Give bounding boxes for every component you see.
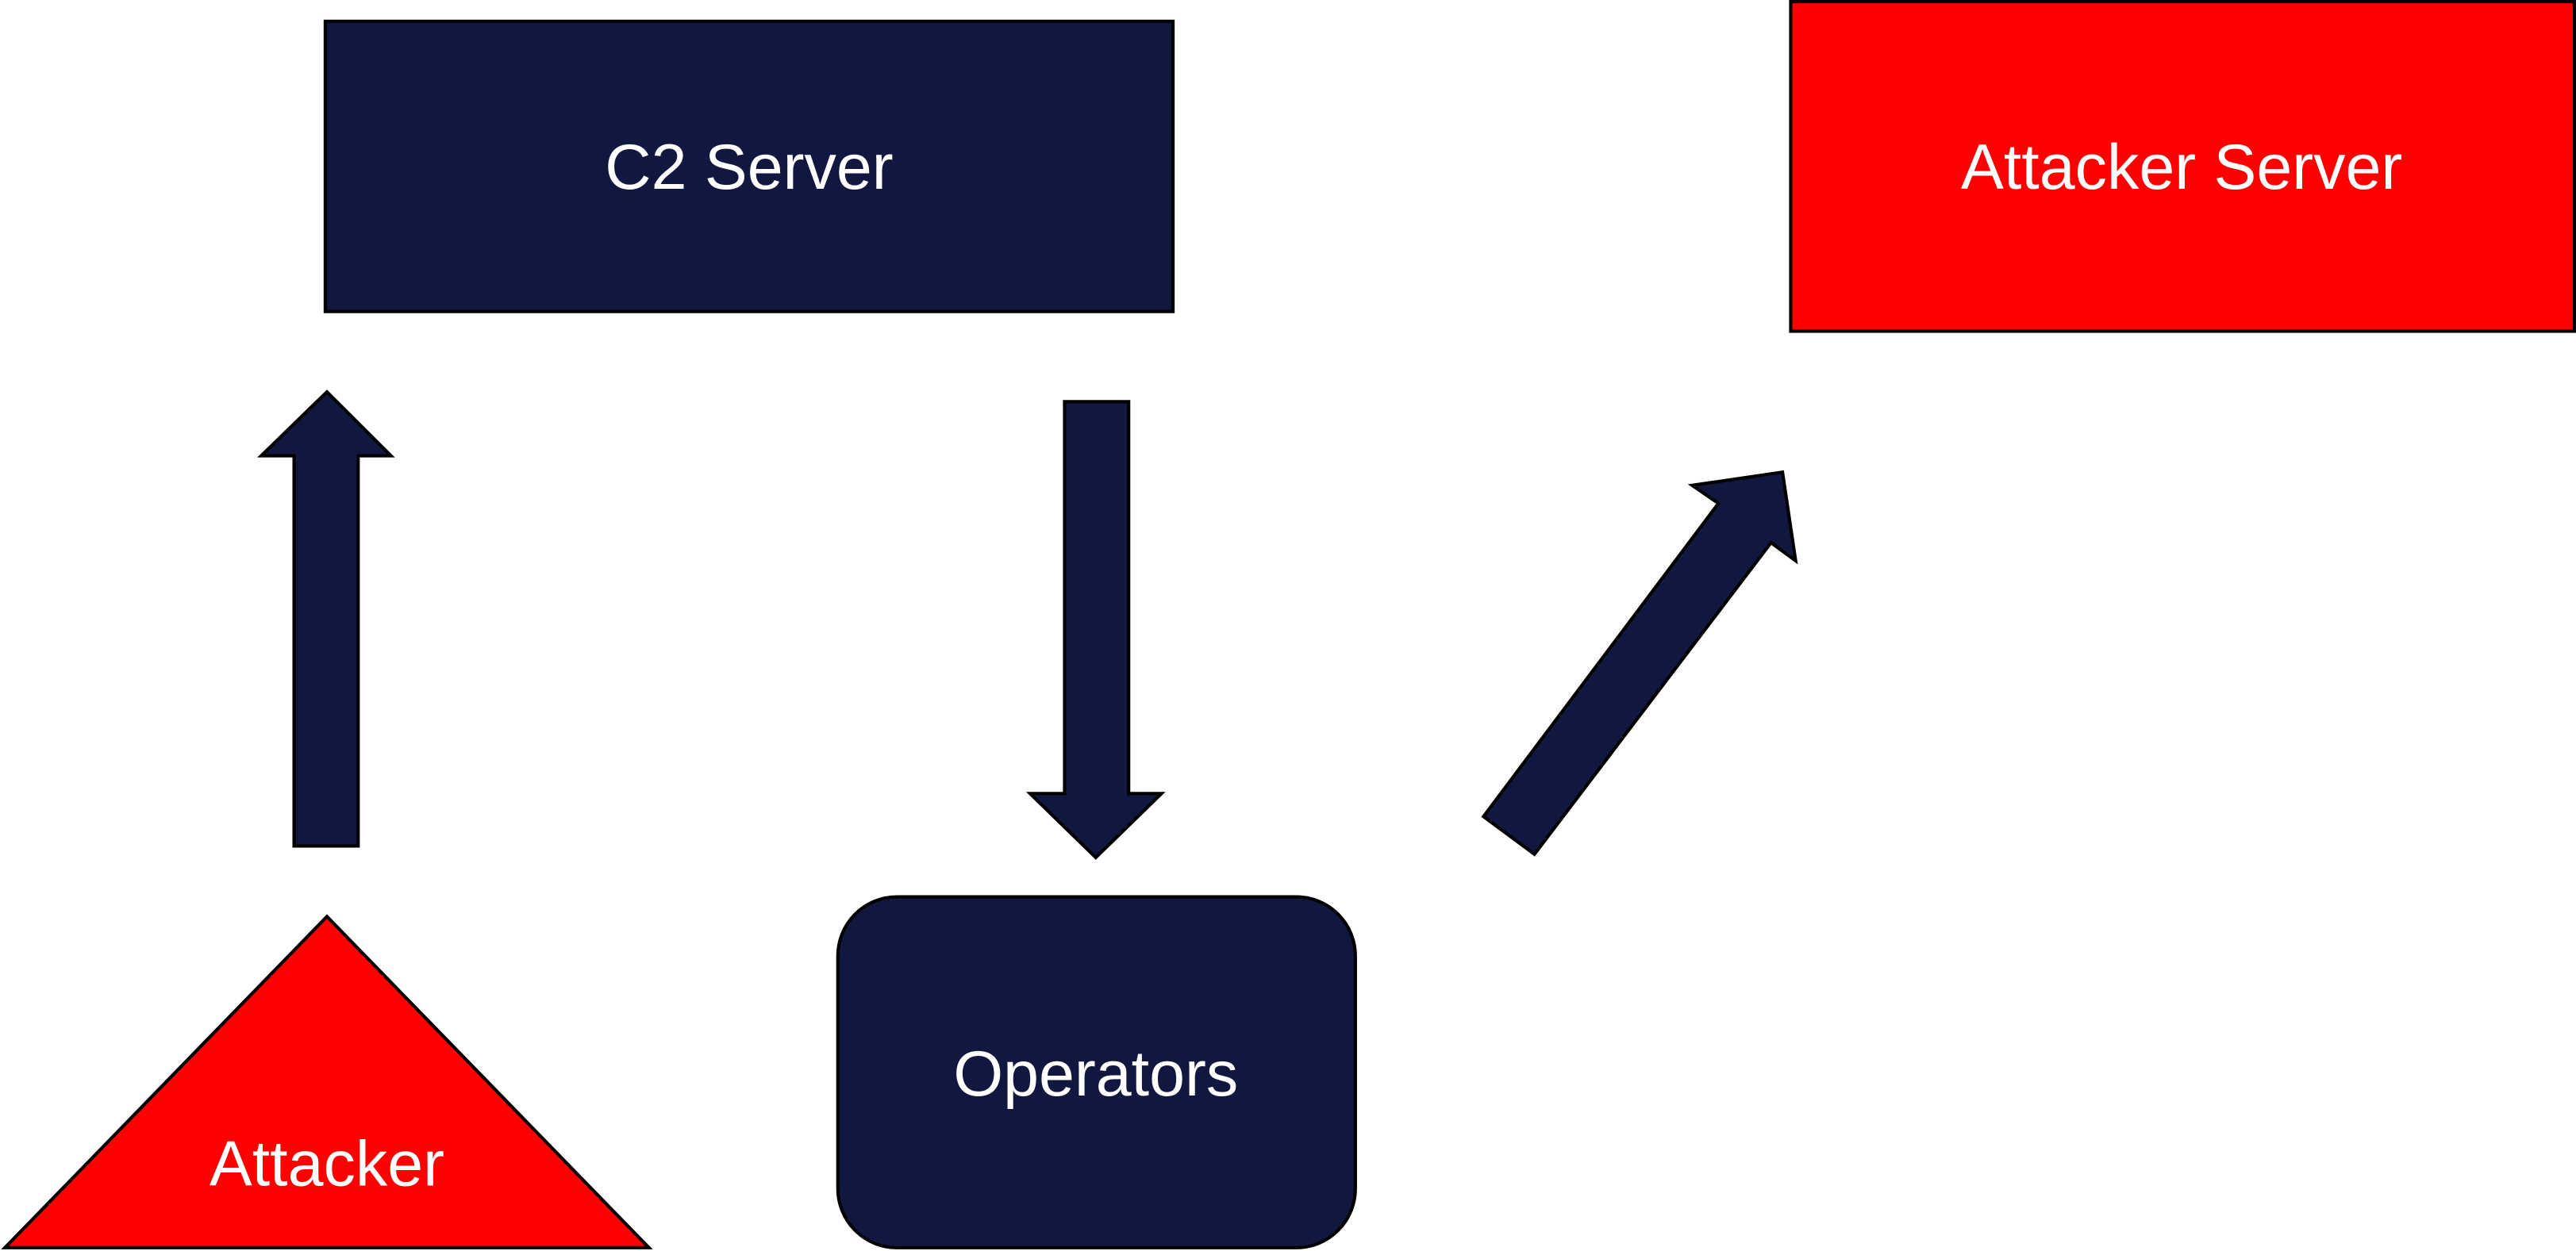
c2-server-node[interactable]: C2 Server: [323, 19, 1175, 313]
attacker-label: Attacker: [210, 1128, 444, 1199]
arrow-c2-to-operators: [1025, 400, 1166, 860]
operators-label: Operators: [953, 1038, 1238, 1110]
attacker-server-label: Attacker Server: [1961, 132, 2402, 203]
c2-server-box: [323, 19, 1175, 313]
operators-node[interactable]: Operators: [836, 895, 1357, 1249]
arrow-operators-to-attacker-server: [1481, 470, 1798, 857]
attacker-node[interactable]: Attacker: [1, 914, 653, 1249]
arrow-attacker-to-c2: [257, 389, 395, 848]
attacker-server-box: [1789, 0, 2576, 333]
attacker-triangle: [1, 914, 653, 1249]
operators-box: [836, 895, 1357, 1249]
c2-server-label: C2 Server: [605, 132, 893, 203]
attacker-server-node[interactable]: Attacker Server: [1789, 0, 2576, 333]
